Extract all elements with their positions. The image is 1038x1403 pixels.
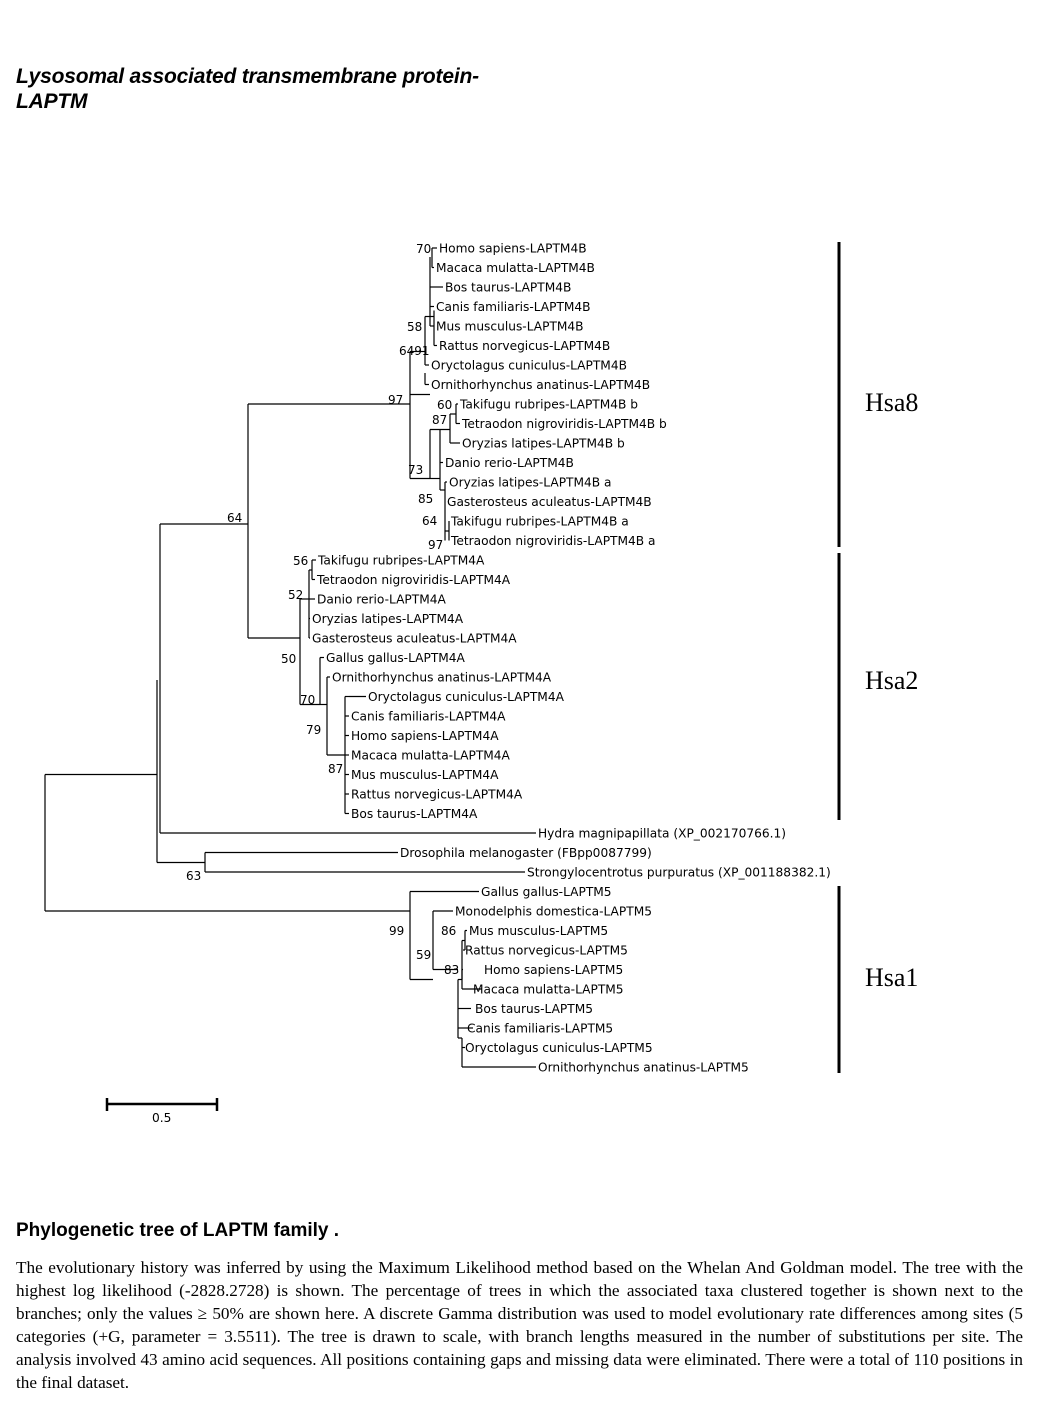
tip-label: Danio rerio-LAPTM4B (445, 456, 574, 470)
tip-label: Takifugu rubripes-LAPTM4B a (450, 515, 629, 529)
tip-label: Ornithorhynchus anatinus-LAPTM4A (332, 671, 552, 685)
tip-label: Homo sapiens-LAPTM4B (439, 242, 587, 256)
bootstrap-label: 97 (388, 393, 403, 407)
tip-label: Mus musculus-LAPTM5 (469, 924, 608, 938)
tip-label: Oryzias latipes-LAPTM4B b (462, 437, 625, 451)
bootstrap-label: 73 (408, 463, 423, 477)
tip-label: Oryctolagus cuniculus-LAPTM4B (431, 359, 627, 373)
scale-bar: 0.5 (105, 1098, 219, 1125)
tip-label: Homo sapiens-LAPTM4A (351, 729, 499, 743)
tip-label: Oryctolagus cuniculus-LAPTM4A (368, 690, 565, 704)
tip-label: Macaca mulatta-LAPTM5 (473, 983, 624, 997)
bootstrap-label: 70 (416, 242, 431, 256)
bootstrap-label: 50 (281, 652, 296, 666)
tip-label: Bos taurus-LAPTM4B (445, 281, 571, 295)
tip-label: Takifugu rubripes-LAPTM4A (317, 554, 485, 568)
figure-title: Lysosomal associated transmembrane prote… (16, 64, 479, 114)
tip-label: Canis familiaris-LAPTM4B (436, 300, 591, 314)
tip-label: Macaca mulatta-LAPTM4B (436, 261, 595, 275)
bootstrap-label: 87 (432, 413, 447, 427)
tip-label: Tetraodon nigroviridis-LAPTM4A (316, 573, 511, 587)
bootstrap-label: 52 (288, 588, 303, 602)
tip-label: Takifugu rubripes-LAPTM4B b (459, 398, 638, 412)
caption-title: Phylogenetic tree of LAPTM family . (16, 1220, 340, 1241)
tip-label: Hydra magnipapillata (XP_002170766.1) (538, 827, 786, 841)
tip-label: Bos taurus-LAPTM5 (475, 1002, 593, 1016)
tip-label: Monodelphis domestica-LAPTM5 (455, 905, 652, 919)
bootstrap-label: 70 (300, 693, 315, 707)
tip-label: Rattus norvegicus-LAPTM4B (439, 339, 610, 353)
tip-label: Macaca mulatta-LAPTM4A (351, 749, 511, 763)
bootstrap-label: 58 (407, 320, 422, 334)
tree-branches (44, 247, 536, 1068)
tip-label: Danio rerio-LAPTM4A (317, 593, 446, 607)
bootstrap-label: 64 (227, 511, 242, 525)
tip-label: Canis familiaris-LAPTM5 (467, 1022, 613, 1036)
bootstrap-label: 56 (293, 554, 308, 568)
figure-title-line-1: Lysosomal associated transmembrane prote… (16, 65, 479, 88)
tip-label: Rattus norvegicus-LAPTM4A (351, 788, 523, 802)
tip-label: Bos taurus-LAPTM4A (351, 807, 478, 821)
tip-labels: Homo sapiens-LAPTM4B Macaca mulatta-LAPTM… (312, 242, 831, 1075)
tip-label: Gasterosteus aculeatus-LAPTM4A (312, 632, 517, 646)
tip-label: Ornithorhynchus anatinus-LAPTM5 (538, 1061, 749, 1075)
caption-text: The evolutionary history was inferred by… (16, 1258, 1023, 1392)
bootstrap-label: 83 (444, 963, 459, 977)
bootstrap-label: 79 (306, 723, 321, 737)
clade-label: Hsa2 (865, 666, 918, 695)
tip-label: Gallus gallus-LAPTM4A (326, 651, 466, 665)
tip-label: Mus musculus-LAPTM4A (351, 768, 499, 782)
tip-label: Rattus norvegicus-LAPTM5 (465, 944, 628, 958)
tip-label: Mus musculus-LAPTM4B (436, 320, 584, 334)
bootstrap-label: 99 (389, 924, 404, 938)
tip-label: Canis familiaris-LAPTM4A (351, 710, 506, 724)
tip-label: Oryzias latipes-LAPTM4A (312, 612, 464, 626)
tip-label: Gallus gallus-LAPTM5 (481, 885, 612, 899)
bootstrap-label: 64 (422, 514, 437, 528)
bootstrap-label: 59 (416, 948, 431, 962)
tip-label: Strongylocentrotus purpuratus (XP_001188… (527, 866, 831, 880)
phylogenetic-tree: Homo sapiens-LAPTM4B Macaca mulatta-LAPTM… (44, 242, 918, 1125)
tip-label: Oryzias latipes-LAPTM4B a (449, 476, 611, 490)
figure-title-line-2: LAPTM (16, 90, 88, 113)
bootstrap-label: 86 (441, 924, 456, 938)
bootstrap-label: 6491 (399, 344, 430, 358)
tip-label: Tetraodon nigroviridis-LAPTM4B b (461, 417, 667, 431)
bootstrap-label: 87 (328, 762, 343, 776)
bootstrap-label: 63 (186, 869, 201, 883)
bootstrap-label: 97 (428, 538, 443, 552)
scale-bar-label: 0.5 (152, 1111, 171, 1125)
tip-label: Drosophila melanogaster (FBpp0087799) (400, 846, 652, 860)
tip-label: Oryctolagus cuniculus-LAPTM5 (465, 1041, 653, 1055)
bootstrap-label: 60 (437, 398, 452, 412)
tip-label: Gasterosteus aculeatus-LAPTM4B (447, 495, 652, 509)
tip-label: Homo sapiens-LAPTM5 (484, 963, 623, 977)
clade-label: Hsa1 (865, 963, 918, 992)
tip-label: Ornithorhynchus anatinus-LAPTM4B (431, 378, 650, 392)
tip-label: Tetraodon nigroviridis-LAPTM4B a (450, 534, 655, 548)
bootstrap-label: 85 (418, 492, 433, 506)
clade-label: Hsa8 (865, 388, 918, 417)
